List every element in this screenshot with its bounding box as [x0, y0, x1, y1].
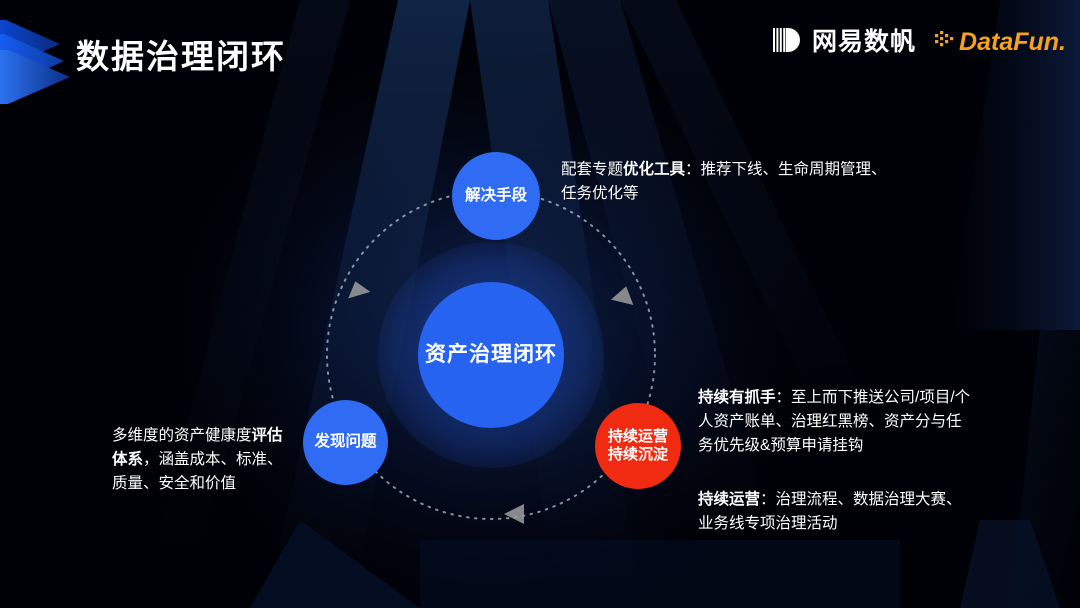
callout-top-prefix: 配套专题 [561, 161, 624, 178]
callout-left-prefix: 多维度的资产健康度 [112, 427, 252, 444]
cycle-arrow-upper-left [348, 281, 371, 299]
node-center-label: 资产治理闭环 [425, 342, 557, 366]
callout-solution-methods: 配套专题优化工具：推荐下线、生命周期管理、任务优化等 [561, 158, 901, 206]
logo-group: 网易数帆 [771, 24, 1066, 61]
node-top-label: 解决手段 [464, 186, 527, 204]
callout-continuous-operation: 持续运营：治理流程、数据治理大赛、业务线专项治理活动 [698, 488, 974, 536]
node-right-label-line1: 持续运营 [607, 428, 668, 446]
netease-shufan-icon [771, 24, 803, 61]
callout-discover-problems: 多维度的资产健康度评估体系，涵盖成本、标准、质量、安全和价值 [112, 424, 298, 496]
node-left-label: 发现问题 [314, 433, 377, 451]
node-center-asset-governance[interactable]: 资产治理闭环 [418, 282, 564, 428]
callout-right1-bold: 持续有抓手 [698, 389, 776, 406]
page-title: 数据治理闭环 [76, 38, 286, 75]
chevron-decoration-icon [0, 14, 188, 114]
cycle-arrow-bottom [504, 504, 524, 524]
callout-top-bold: 优化工具 [623, 161, 686, 178]
netease-shufan-label: 网易数帆 [812, 28, 917, 56]
datafun-logo: DataFun. [934, 28, 1066, 57]
netease-shufan-logo: 网易数帆 [771, 24, 916, 61]
slide-header: 数据治理闭环 网易数帆 [0, 0, 1080, 110]
node-discover-problems[interactable]: 发现问题 [303, 400, 388, 485]
node-solution-methods[interactable]: 解决手段 [452, 152, 540, 240]
callout-right2-bold: 持续运营 [698, 491, 761, 508]
datafun-dots-icon [934, 28, 956, 57]
datafun-label: DataFun. [959, 28, 1066, 56]
callout-continuous-leverage: 持续有抓手：至上而下推送公司/项目/个人资产账单、治理红黑榜、资产分与任务优先级… [698, 386, 974, 458]
cycle-arrow-upper-right [610, 286, 634, 305]
node-continuous-operation[interactable]: 持续运营 持续沉淀 [595, 403, 681, 489]
node-right-label-line2: 持续沉淀 [607, 446, 668, 463]
